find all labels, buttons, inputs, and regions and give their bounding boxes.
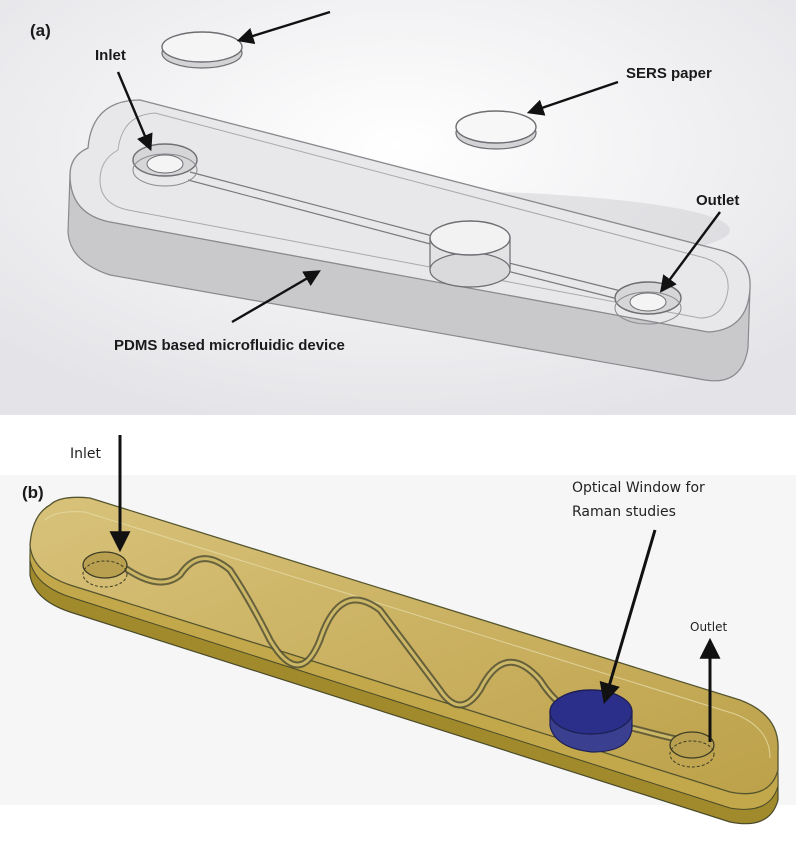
inlet-label-b: Inlet [70,446,102,462]
channel-a-segment-2 [504,261,626,293]
inlet-label-a: Inlet [95,47,126,64]
sers-chamber-a [429,220,511,288]
inlet-well-b [82,551,128,588]
cover-disc [161,31,243,69]
outlet-label-a: Outlet [696,192,739,209]
pdms-device-a [67,99,751,382]
sers-paper-disc [455,110,537,150]
optical-window-arrow [599,529,657,705]
panel-a-label: (a) [30,21,51,40]
channel-a-segment-2-edge [502,269,623,301]
device-a-inner-rim [99,112,729,319]
panel-b: Inlet (b) Optical Window for Raman studi… [0,420,796,841]
device-b-top-highlight [44,511,771,759]
optical-window-label-line1: Optical Window for [572,480,705,496]
outlet-label-b: Outlet [690,620,727,634]
device-label-a: PDMS based microfluidic device [114,337,345,354]
optical-window-label-line2: Raman studies [572,504,676,520]
channel-a-segment-1 [189,171,441,239]
outlet-arrow-a [659,211,721,293]
sers-paper-label: SERS paper [626,65,712,82]
outlet-well-b [669,731,715,768]
panel-b-label: (b) [22,483,44,502]
cover-disc-arrow [236,10,331,45]
device-arrow-a [231,270,321,324]
sers-paper-arrow [526,80,619,116]
panel-a: (a) Inlet SERS paper Outlet PDMS based m… [0,0,796,415]
inlet-arrow-a [116,71,153,152]
inlet-well-a [132,143,198,187]
optical-window [549,689,633,753]
channel-a-segment-1-edge [187,179,439,247]
serpentine-channel-inner [124,557,691,744]
device-b [29,496,779,825]
device-a-top [69,99,751,333]
